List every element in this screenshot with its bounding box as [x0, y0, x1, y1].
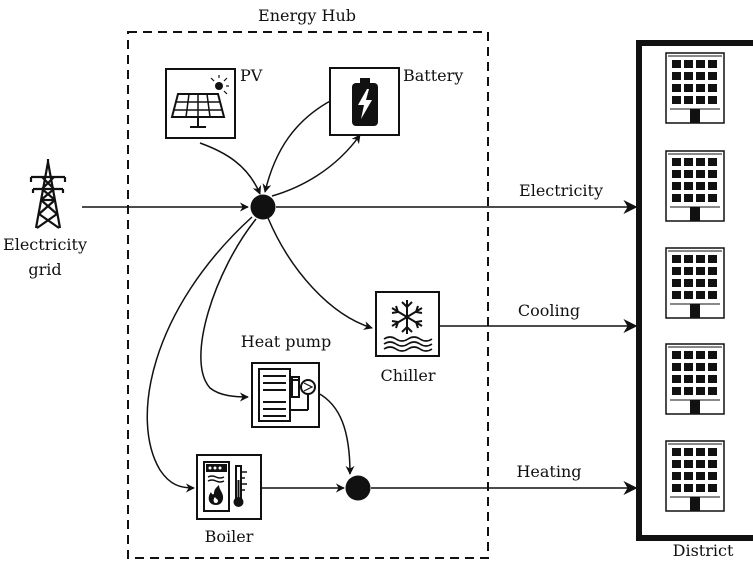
heat-pump-to-heat-bus-arrow: [317, 392, 355, 475]
pv-to-bus-arrow: [199, 142, 262, 195]
district-label: District: [673, 541, 734, 560]
snowflake-icon: [383, 300, 433, 352]
solar-panel-icon: [170, 75, 229, 128]
chiller-label: Chiller: [380, 366, 435, 385]
pv-component: PV: [165, 66, 263, 139]
cooling-output-label: Cooling: [518, 301, 580, 320]
bus-to-boiler-arrow: [146, 216, 253, 493]
heat-pump-label: Heat pump: [241, 332, 331, 351]
flow-lines: [82, 99, 638, 495]
building-icon: [665, 247, 725, 319]
battery-label: Battery: [403, 66, 463, 85]
building-icon: [665, 52, 725, 124]
energy-hub-title: Energy Hub: [258, 6, 356, 25]
battery-component: Battery: [329, 66, 463, 136]
grid-label-line2: grid: [28, 260, 61, 279]
electricity-output-label: Electricity: [519, 181, 603, 200]
heat-pump-icon: [258, 368, 316, 422]
bus-to-heat-pump-arrow: [200, 218, 257, 402]
heat-pump-component: Heat pump: [241, 332, 331, 428]
bus-to-chiller-arrow: [267, 217, 373, 330]
district: District: [636, 40, 753, 560]
boiler-icon: [203, 461, 247, 512]
building-icon: [665, 440, 725, 512]
pv-label: PV: [240, 66, 263, 85]
electricity-bus-node: [250, 194, 276, 220]
chiller-component: Chiller: [375, 291, 440, 385]
building-icon: [665, 343, 725, 415]
battery-icon: [352, 78, 378, 126]
boiler-label: Boiler: [205, 527, 254, 546]
building-icon: [665, 150, 725, 222]
heat-bus-node: [345, 475, 371, 501]
energy-hub-boundary: [127, 31, 489, 559]
bus-to-battery-arrow: [271, 134, 361, 197]
battery-to-bus-arrow: [262, 99, 333, 193]
transmission-tower-icon: [29, 159, 67, 229]
grid-label-line1: Electricity: [3, 235, 87, 254]
heating-output-label: Heating: [516, 462, 581, 481]
electricity-grid: Electricity grid: [3, 159, 87, 279]
boiler-component: Boiler: [196, 454, 262, 546]
